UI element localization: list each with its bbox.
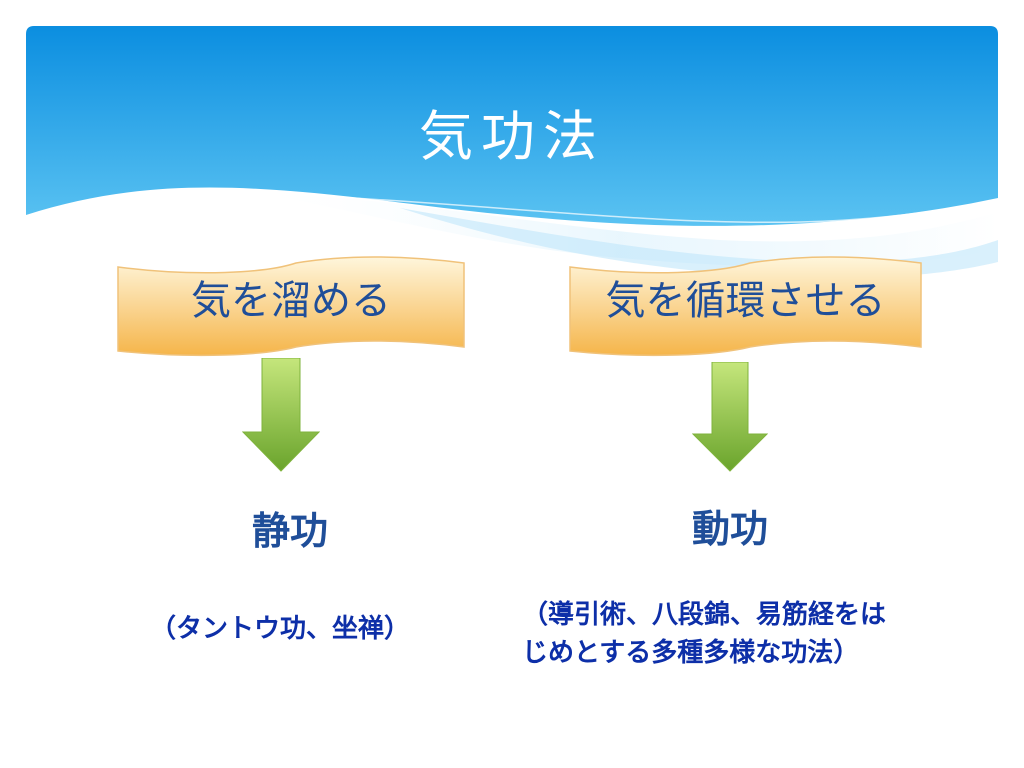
left-label-text: 気を溜める	[191, 278, 391, 324]
arrow-down-icon	[242, 358, 320, 472]
right-scroll-shape	[569, 256, 922, 357]
arrow-down-icon	[692, 362, 768, 472]
right-label-box: 気を循環させる	[568, 255, 923, 360]
left-description: （タントウ功、坐禅）	[150, 614, 411, 644]
slide-title: 気功法	[419, 105, 605, 168]
right-description: （導引術、八段錦、易筋経をは じめとする多種多様な功法）	[522, 596, 982, 672]
header-wave-background	[26, 26, 999, 279]
left-scroll-shape	[117, 256, 465, 357]
right-method-heading: 動功	[691, 507, 768, 551]
left-label-box: 気を溜める	[116, 255, 466, 360]
left-method-heading: 静功	[251, 509, 328, 553]
right-description-line-1: （導引術、八段錦、易筋経をは	[522, 600, 887, 630]
right-description-line-2: じめとする多種多様な功法）	[522, 638, 860, 668]
right-label-text: 気を循環させる	[605, 278, 886, 324]
